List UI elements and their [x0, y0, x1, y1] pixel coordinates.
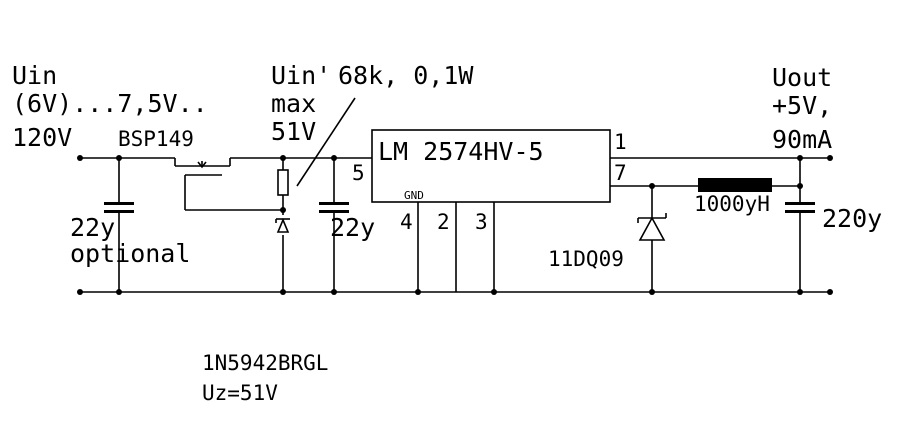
zener-diode — [275, 217, 290, 233]
ic-lm2574 — [371, 129, 611, 203]
uin-prime-voltage: 51V — [271, 117, 316, 146]
inductor-1000uh — [698, 178, 772, 192]
ic-pin-2: 2 — [437, 210, 450, 234]
schottky-diode — [637, 213, 667, 241]
inductor-label: 1000yH — [694, 192, 770, 216]
resistor-68k — [277, 169, 289, 196]
output-label-line3: 90mA — [772, 125, 832, 154]
transistor-bsp149 — [174, 158, 231, 176]
wires — [80, 97, 830, 293]
capacitor-input — [104, 202, 134, 213]
capacitor-output — [785, 202, 815, 213]
cap-output-value: 220y — [822, 204, 882, 233]
input-label-line3: 120V — [12, 123, 72, 152]
cap-mid-value: 22y — [330, 213, 375, 242]
input-label-line1: Uin — [12, 61, 57, 90]
junction-dots — [77, 155, 833, 295]
ic-label: LM 2574HV-5 — [378, 137, 544, 166]
uin-prime-max: max — [271, 89, 316, 118]
ic-pin-1: 1 — [614, 130, 627, 154]
transistor-label: BSP149 — [118, 127, 194, 151]
cap-input-note: optional — [70, 239, 190, 268]
input-label-line2: (6V)...7,5V.. — [12, 89, 208, 118]
uin-prime-label: Uin' — [271, 61, 331, 90]
resistor-label: 68k, 0,1W — [338, 61, 474, 90]
zener-part-label: 1N5942BRGL — [202, 351, 328, 375]
output-label-line2: +5V, — [772, 91, 832, 120]
ic-gnd-label: GND — [404, 189, 424, 202]
ic-pin-7: 7 — [614, 161, 627, 185]
output-label-line1: Uout — [772, 63, 832, 92]
cap-input-value: 22y — [70, 213, 115, 242]
ic-pin-3: 3 — [475, 210, 488, 234]
ic-pin-5: 5 — [352, 161, 365, 185]
ic-pin-4: 4 — [400, 210, 413, 234]
capacitor-mid — [319, 202, 349, 213]
diode-label: 11DQ09 — [548, 247, 624, 271]
zener-voltage-label: Uz=51V — [202, 381, 278, 405]
